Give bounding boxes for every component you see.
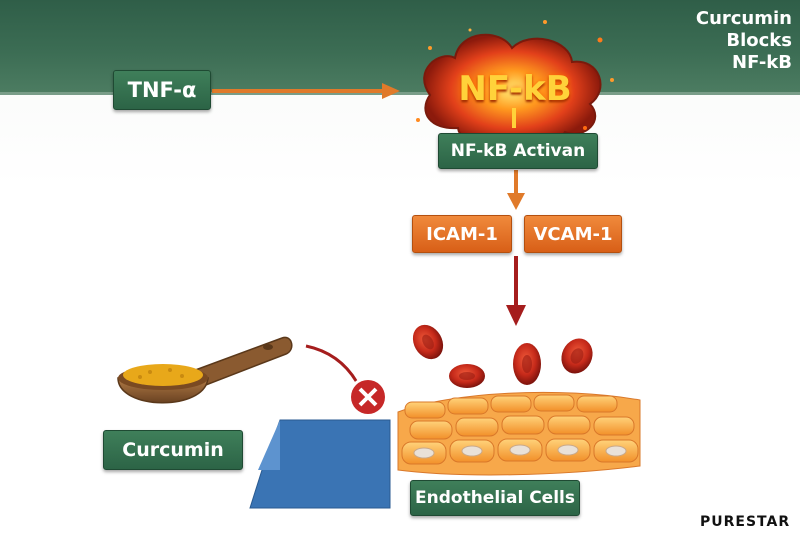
adhesion-to-cells-arrow [506,256,526,326]
blocks-label-background [249,419,391,509]
tnf-to-nfkb-arrow [212,83,400,99]
activation-to-adhesion-arrow [507,170,525,210]
curcumin-blocks-label: Curcumin Blocks NF-kB [0,0,792,88]
endothelial-cells-label: Endothelial Cells [410,480,580,516]
brand-logo: PURESTAR [700,514,791,530]
red-x-block-icon [348,377,388,417]
nfkb-title: NF-kB [458,69,572,109]
curcumin-blocks-text: Curcumin Blocks NF-kB [695,8,792,73]
red-blood-cell-icon [412,324,593,388]
curcumin-label: Curcumin [103,430,243,470]
endothelial-tissue-icon [397,391,641,476]
tnf-alpha-label: TNF-α [113,70,211,110]
vcam-1-label: VCAM-1 [524,215,622,253]
nfkb-activation-label: NF-kB Activan [438,133,598,169]
spoon-with-turmeric-icon [117,336,293,404]
icam-1-label: ICAM-1 [412,215,512,253]
